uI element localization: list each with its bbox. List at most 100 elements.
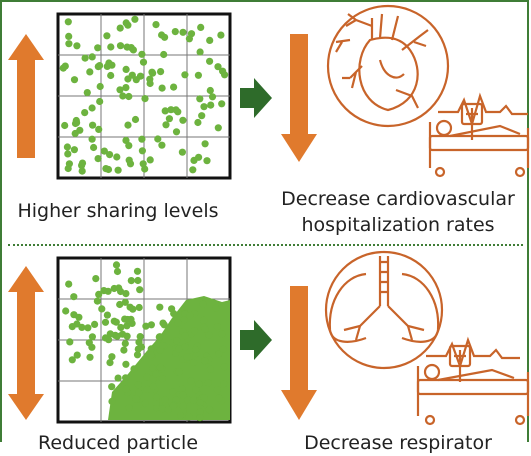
- particle-dot: [88, 333, 96, 341]
- particle-dot: [220, 363, 228, 371]
- particle-dot: [93, 297, 101, 305]
- particle-dot: [68, 356, 76, 364]
- particle-dot: [219, 67, 227, 75]
- particle-dot: [112, 261, 121, 269]
- particle-dot: [92, 275, 100, 283]
- particle-dot: [104, 287, 112, 295]
- particle-dot: [161, 107, 169, 115]
- particle-dot: [146, 156, 154, 164]
- particle-dot: [83, 89, 91, 97]
- particle-dot: [113, 267, 122, 276]
- particle-dot: [129, 46, 137, 54]
- particle-dot: [125, 92, 133, 101]
- particle-dot: [205, 331, 213, 339]
- particle-dot: [124, 121, 132, 129]
- particle-dot: [122, 385, 130, 393]
- particle-dot: [62, 307, 70, 315]
- particle-dot: [172, 128, 181, 136]
- particle-dot: [147, 345, 155, 353]
- particle-dot: [94, 155, 102, 163]
- particle-dot: [105, 59, 113, 67]
- grid-dots-icon: [56, 256, 232, 424]
- section-divider: [8, 244, 523, 246]
- particle-dot: [155, 333, 163, 341]
- particle-dot: [136, 286, 144, 294]
- particle-dot: [114, 166, 122, 174]
- particle-dot: [158, 141, 166, 149]
- particle-dot: [212, 304, 220, 312]
- particle-dot: [138, 135, 146, 143]
- particle-dot: [96, 62, 104, 70]
- particle-dot: [116, 300, 124, 309]
- particle-dot: [107, 71, 115, 80]
- particle-dot: [200, 103, 208, 111]
- particle-dot: [196, 414, 204, 422]
- particle-dot: [195, 380, 203, 388]
- particle-dot: [186, 312, 194, 320]
- top-right-label-line1: Decrease cardiovascular: [281, 188, 515, 210]
- particle-dot: [142, 322, 150, 330]
- particle-dot: [104, 165, 113, 174]
- particle-dot: [110, 284, 118, 293]
- particle-dot: [158, 405, 166, 413]
- particle-dot: [98, 305, 106, 313]
- particle-dot: [168, 305, 176, 313]
- particle-dot: [185, 413, 193, 421]
- panel-frame: [0, 0, 529, 442]
- particle-dot: [161, 396, 169, 404]
- particle-dot: [137, 343, 146, 351]
- particle-dot: [148, 364, 157, 372]
- particle-dot: [185, 35, 193, 43]
- particle-dot: [143, 385, 151, 394]
- particle-dot: [180, 316, 188, 324]
- particle-dot: [162, 121, 170, 129]
- particle-dot: [108, 353, 116, 361]
- particle-dot: [194, 71, 202, 79]
- top-right-label-line2: hospitalization rates: [301, 214, 495, 236]
- hospital-bed-icon: [416, 336, 530, 426]
- particle-dot: [116, 24, 124, 32]
- particle-dot: [196, 408, 204, 416]
- particle-dot: [183, 396, 192, 404]
- particle-dot: [81, 54, 89, 62]
- particle-dot: [125, 404, 133, 412]
- particle-dot: [72, 116, 80, 125]
- particle-dot: [127, 277, 135, 285]
- bottom-right-label: Decrease respirator: [304, 432, 492, 454]
- particle-dot: [158, 375, 166, 383]
- particle-dot: [120, 346, 128, 354]
- particle-dot: [70, 293, 78, 301]
- particle-dot: [179, 391, 187, 399]
- particle-dot: [199, 300, 207, 308]
- particle-dot: [187, 377, 195, 385]
- particle-dot: [84, 324, 92, 332]
- particle-dot: [214, 124, 222, 132]
- particle-dot: [152, 21, 160, 29]
- particle-dot: [125, 142, 133, 150]
- hospital-bed-icon: [428, 92, 530, 178]
- particle-dot: [78, 167, 86, 175]
- particle-dot: [178, 148, 186, 156]
- particle-dot: [73, 42, 81, 50]
- particle-dot: [207, 101, 215, 109]
- particle-dot: [147, 351, 155, 359]
- particle-dot: [152, 370, 160, 378]
- particle-dot: [86, 353, 94, 361]
- particle-dot: [106, 151, 114, 159]
- particle-dot: [132, 76, 140, 84]
- particle-dot: [112, 318, 120, 326]
- particle-dot: [88, 104, 96, 112]
- particle-dot: [134, 276, 142, 285]
- particle-dot: [94, 44, 102, 52]
- particle-dot: [88, 135, 96, 143]
- particle-dot: [197, 23, 205, 31]
- particle-dot: [220, 380, 228, 388]
- particle-dot: [95, 290, 103, 298]
- up-down-arrow-icon: [8, 34, 44, 158]
- particle-dot: [118, 330, 127, 338]
- particle-dot: [70, 146, 78, 154]
- particle-dot: [121, 339, 129, 348]
- up-down-arrow-icon: [8, 266, 44, 420]
- particle-dot: [133, 267, 142, 275]
- particle-dot: [124, 315, 132, 324]
